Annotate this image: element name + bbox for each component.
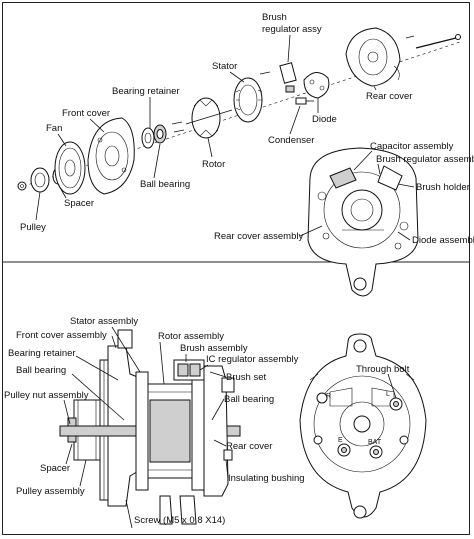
label-rotor-assembly: Rotor assembly — [158, 331, 224, 342]
terminal-r: R — [326, 393, 331, 400]
label-rear-cover-2: Rear cover — [226, 441, 272, 452]
label-pulley-nut-assembly: Pulley nut assembly — [4, 390, 89, 401]
brush-regulator-part — [279, 62, 297, 93]
front-cover-part — [87, 117, 135, 195]
label-rotor: Rotor — [202, 159, 225, 170]
stator-part — [233, 77, 263, 123]
label-screw: Screw (M5 x 0.8 X14) — [134, 515, 225, 526]
label-through-bolt: Through bolt — [356, 364, 410, 375]
label-diode-assembly: Diode assembly — [412, 235, 474, 246]
label-stator: Stator — [212, 61, 237, 72]
condenser-part — [295, 97, 314, 105]
pulley-part — [30, 167, 50, 193]
label-condenser: Condenser — [268, 135, 314, 146]
rear-cover-part — [345, 27, 401, 87]
pulley-nut-part — [17, 181, 27, 191]
label-regulator-assy: regulator assy — [262, 24, 322, 35]
label-insulating-bushing: Insulating bushing — [228, 473, 305, 484]
label-brush-regulator-assembly: Brush regulator assembly — [376, 154, 474, 165]
label-front-cover-assembly: Front cover assembly — [16, 330, 107, 341]
rotor-part — [185, 97, 233, 139]
terminal-l: L — [386, 391, 390, 398]
terminal-e: E — [338, 437, 343, 444]
label-ball-bearing-3: Ball bearing — [224, 394, 274, 405]
label-bearing-retainer: Bearing retainer — [112, 86, 180, 97]
label-capacitor-assembly: Capacitor assembly — [370, 141, 454, 152]
label-spacer-2: Spacer — [40, 463, 70, 474]
label-ball-bearing-2: Ball bearing — [16, 365, 66, 376]
label-diode: Diode — [312, 114, 337, 125]
label-rear-cover: Rear cover — [366, 91, 412, 102]
label-brush-holder: Brush holder — [416, 182, 470, 193]
label-ic-regulator-assembly: IC regulator assembly — [206, 354, 299, 365]
fan-part — [54, 141, 86, 195]
label-stator-assembly: Stator assembly — [70, 316, 138, 327]
bearing-retainer-part — [141, 127, 155, 149]
label-brush: Brush — [262, 12, 287, 23]
label-brush-set: Brush set — [226, 372, 266, 383]
ball-bearing-part — [153, 124, 167, 144]
label-spacer: Spacer — [64, 198, 94, 209]
terminal-bat: BAT — [368, 439, 382, 446]
rear-cover-assembly-view — [307, 147, 419, 297]
rear-view — [299, 333, 427, 519]
label-brush-assembly: Brush assembly — [180, 343, 248, 354]
label-pulley-assembly: Pulley assembly — [16, 486, 85, 497]
label-fan: Fan — [46, 123, 62, 134]
label-bearing-retainer-2: Bearing retainer — [8, 348, 76, 359]
label-rear-cover-assembly: Rear cover assembly — [214, 231, 303, 242]
label-pulley: Pulley — [20, 222, 46, 233]
through-bolt-part — [415, 34, 461, 49]
label-front-cover: Front cover — [62, 108, 110, 119]
diode-part — [303, 72, 330, 99]
label-ball-bearing: Ball bearing — [140, 179, 190, 190]
